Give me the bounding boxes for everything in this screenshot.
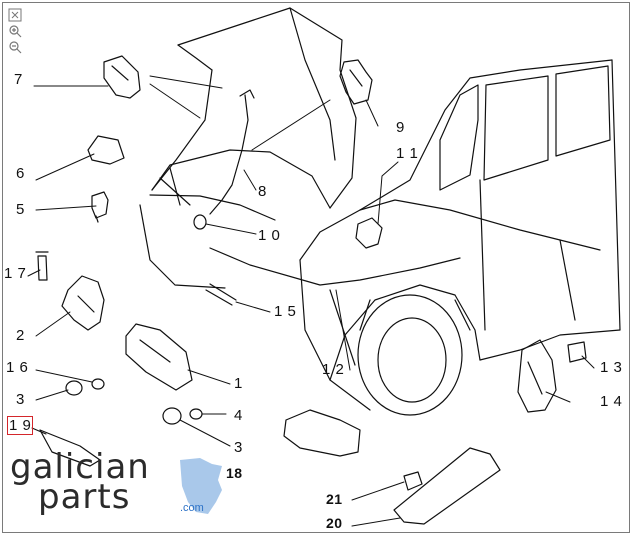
callout-10[interactable]: 1 0 — [258, 227, 281, 244]
callout-8[interactable]: 8 — [258, 183, 267, 200]
zoom-reset-icon[interactable] — [8, 8, 22, 22]
part-3-bush-upper[interactable] — [65, 380, 83, 396]
logo-domain: .com — [180, 502, 204, 514]
part-10-stay-holder[interactable] — [193, 214, 207, 230]
part-15-release-cable[interactable] — [205, 247, 461, 306]
callout-7[interactable]: 7 — [14, 71, 23, 88]
callout-2[interactable]: 2 — [16, 327, 25, 344]
part-16-grommet[interactable] — [91, 378, 105, 390]
callout-18[interactable]: 18 — [226, 465, 243, 481]
callout-15[interactable]: 1 5 — [274, 303, 297, 320]
callout-3-lower[interactable]: 3 — [234, 439, 243, 456]
callout-9[interactable]: 9 — [396, 119, 405, 136]
callout-6[interactable]: 6 — [16, 165, 25, 182]
part-4-grommet[interactable] — [189, 408, 203, 420]
part-5-buffer[interactable] — [91, 191, 109, 223]
callout-16[interactable]: 1 6 — [6, 359, 29, 376]
zoom-in-icon[interactable] — [8, 24, 22, 38]
callout-11[interactable]: 1 1 — [396, 145, 419, 162]
part-7-bonnet-seal[interactable] — [103, 55, 141, 99]
callout-19[interactable]: 1 9 — [6, 416, 34, 435]
diagram-frame — [2, 2, 630, 533]
callout-3-upper[interactable]: 3 — [16, 391, 25, 408]
galicianparts-logo: galician parts .com — [10, 448, 230, 520]
galicia-map-icon — [180, 458, 222, 514]
callout-20[interactable]: 20 — [326, 515, 343, 531]
part-8-bonnet-stay-rod[interactable] — [209, 89, 255, 215]
part-21-screw[interactable] — [403, 471, 423, 491]
callout-12[interactable]: 1 2 — [322, 361, 345, 378]
logo-word-bottom: parts — [38, 477, 131, 517]
part-lower-clip-cluster[interactable] — [283, 409, 361, 457]
callout-5[interactable]: 5 — [16, 201, 25, 218]
leader-lines — [27, 75, 595, 527]
part-19-cable-bracket[interactable] — [39, 429, 101, 467]
part-2-lock-latch[interactable] — [61, 275, 105, 331]
callout-13[interactable]: 1 3 — [600, 359, 623, 376]
callout-4[interactable]: 4 — [234, 407, 243, 424]
part-14-hinge-bracket[interactable] — [517, 339, 557, 413]
part-6-bracket[interactable] — [87, 135, 125, 165]
part-20-striker-plate[interactable] — [393, 447, 501, 525]
zoom-out-icon[interactable] — [8, 40, 22, 54]
part-13-buffer[interactable] — [567, 341, 587, 363]
part-17-bolt[interactable] — [35, 251, 49, 281]
part-1-lock-plate[interactable] — [125, 323, 193, 391]
callout-21[interactable]: 21 — [326, 491, 343, 507]
part-3-bush-lower[interactable] — [162, 407, 182, 425]
callout-1[interactable]: 1 — [234, 375, 243, 392]
zoom-toolbar — [8, 8, 24, 56]
logo-word-top: galician — [10, 447, 150, 487]
part-9-hinge-clip[interactable] — [339, 59, 373, 105]
part-11-clip[interactable] — [355, 217, 383, 249]
callout-14[interactable]: 1 4 — [600, 393, 623, 410]
callout-17[interactable]: 1 7 — [4, 265, 27, 282]
